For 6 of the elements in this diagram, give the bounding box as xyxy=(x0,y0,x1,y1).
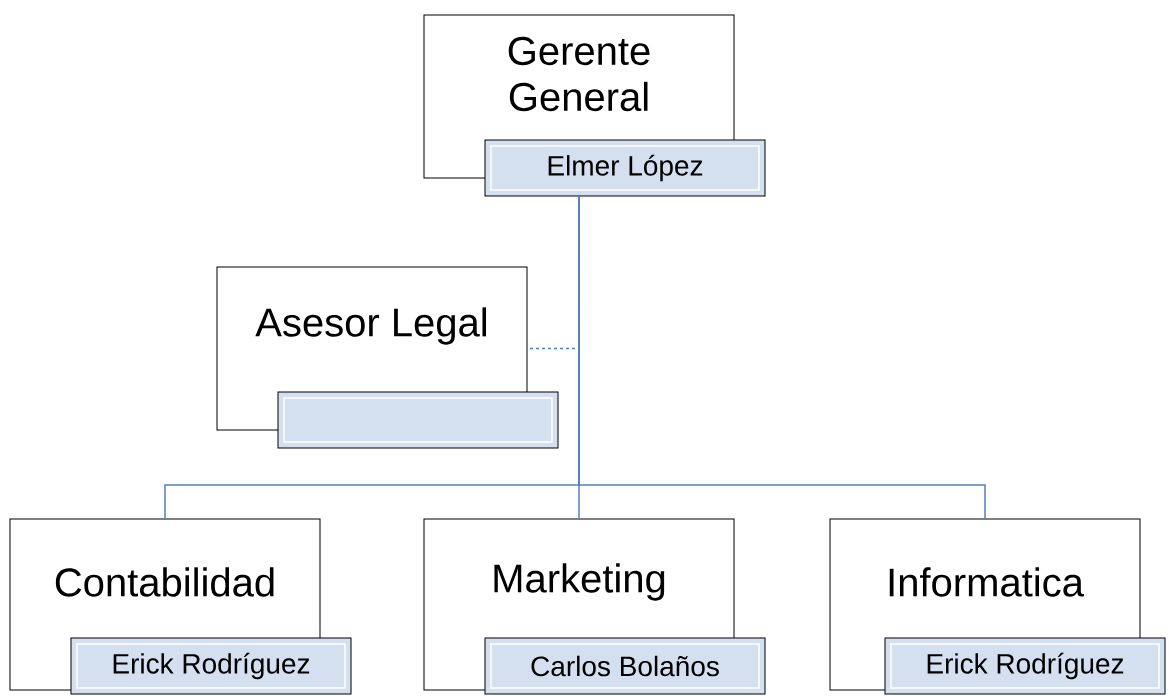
name-tag: Erick Rodríguez xyxy=(70,637,352,695)
empty-name-tag xyxy=(277,391,559,449)
connector-line xyxy=(578,195,986,520)
name-tag: Erick Rodríguez xyxy=(884,637,1166,695)
name-tag: Elmer López xyxy=(484,139,766,197)
name-tag: Carlos Bolaños xyxy=(484,637,766,695)
